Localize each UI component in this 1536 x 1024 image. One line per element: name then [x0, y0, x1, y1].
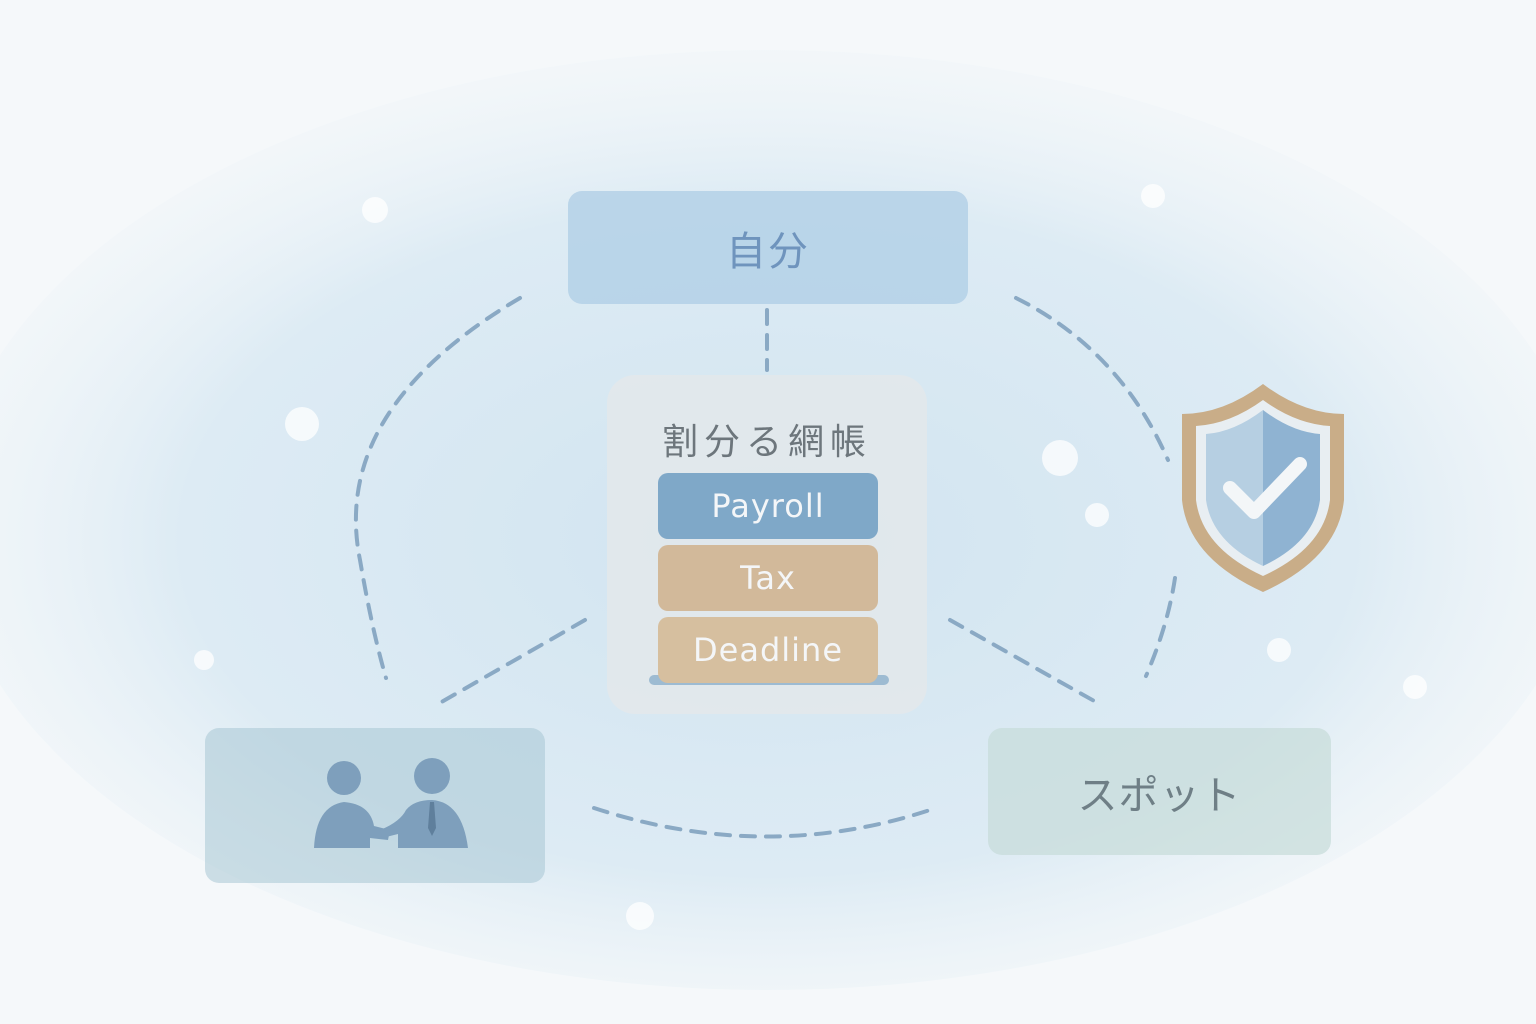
connector-arc-right-lower — [1144, 576, 1177, 678]
dashed-connectors — [354, 296, 1177, 839]
connector-arc-right — [1014, 296, 1170, 462]
connector-arc-bottom — [592, 806, 938, 839]
layer-deadline: Deadline — [658, 617, 878, 683]
bookkeeping-title: 割分る網帳 — [661, 422, 872, 463]
self-label: 自分 — [726, 228, 810, 275]
connector-center-partners — [436, 618, 587, 706]
layer-payroll: Payroll — [658, 473, 878, 539]
connector-arc-left — [354, 296, 522, 680]
people-handshake-icon — [314, 758, 468, 848]
bokeh-dots — [194, 184, 1427, 930]
self-node: 自分 — [568, 191, 968, 304]
connector-center-spot — [948, 618, 1098, 704]
layer-tax: Tax — [658, 545, 878, 611]
bookkeeping-stack-node: 割分る網帳 Payroll Tax Deadline — [607, 375, 927, 714]
spot-label: スポット — [1077, 772, 1242, 819]
spot-node: スポット — [988, 728, 1331, 855]
shield-check-icon — [1182, 384, 1344, 592]
partners-node — [205, 728, 545, 883]
